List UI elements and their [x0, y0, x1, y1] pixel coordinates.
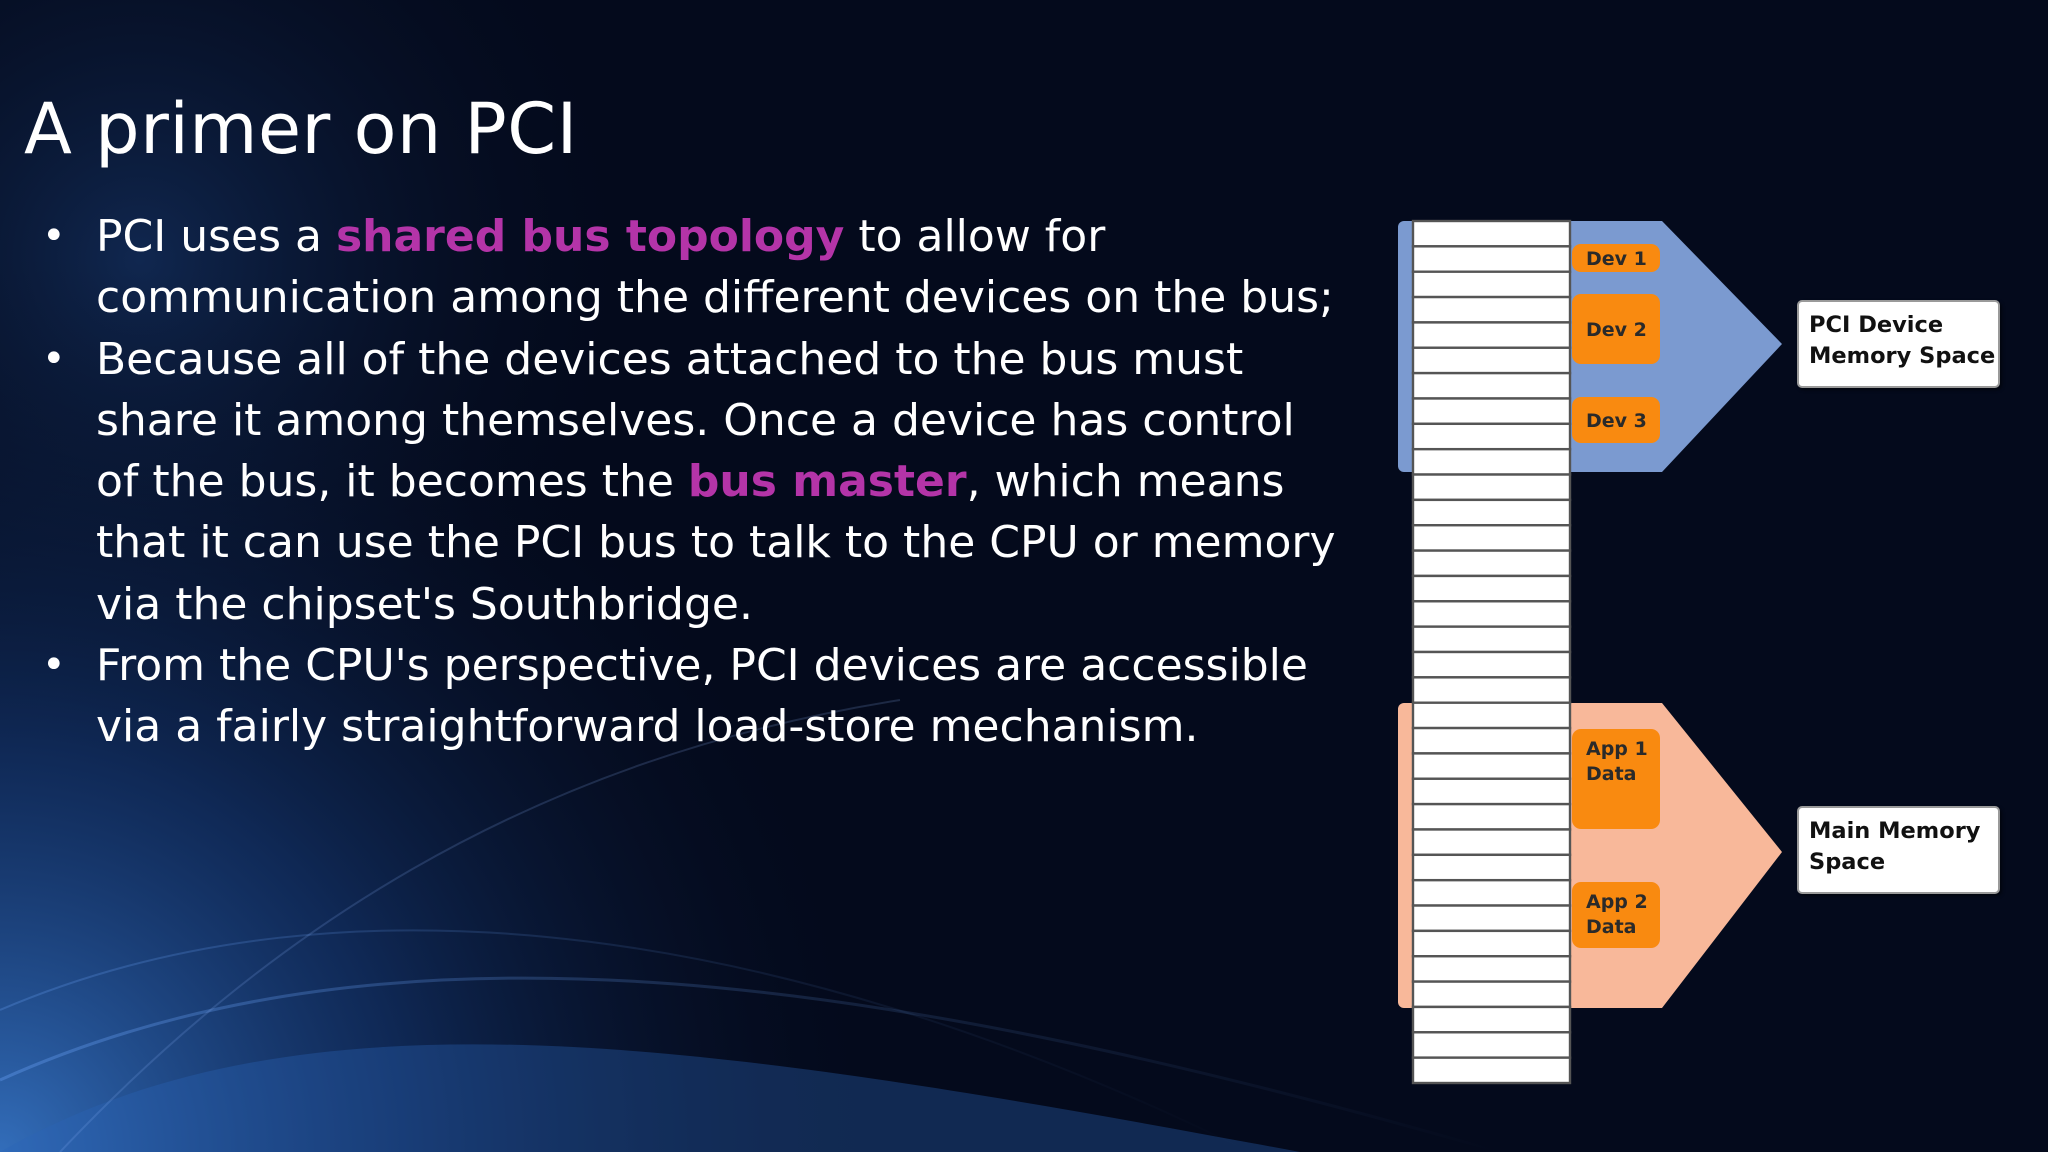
pci-device-memory-space-label: PCI Device Memory Space	[1797, 300, 2000, 388]
bullet-text: , which means that it can use the PCI bu…	[96, 456, 1336, 630]
highlighted-term: shared bus topology	[335, 211, 845, 262]
memory-cell	[1411, 650, 1572, 679]
app-data-block-label: Data	[1586, 763, 1637, 785]
bullet-text: From the CPU's perspective, PCI devices …	[96, 640, 1308, 753]
memory-cell	[1411, 219, 1572, 248]
slide-title: A primer on PCI	[24, 88, 578, 170]
bullet-text: PCI uses a	[96, 211, 336, 262]
dev-block	[1572, 294, 1660, 364]
memory-cell	[1411, 574, 1572, 603]
bullet-item: PCI uses a shared bus topology to allow …	[42, 206, 1346, 329]
memory-cell	[1411, 929, 1572, 958]
memory-cell	[1411, 346, 1572, 375]
memory-cell	[1411, 777, 1572, 806]
memory-cell	[1411, 498, 1572, 527]
dev-block	[1572, 244, 1660, 272]
memory-cell	[1411, 524, 1572, 552]
pci-label-line-2: Memory Space	[1809, 343, 1996, 369]
dev-block-label: Dev 2	[1586, 319, 1647, 341]
app-data-block-label: App 2	[1586, 891, 1648, 913]
main-label-line-1: Main Memory	[1809, 818, 1981, 844]
dev-block-label: Dev 3	[1586, 410, 1647, 432]
memory-cell	[1411, 1056, 1572, 1085]
highlighted-term: bus master	[687, 456, 967, 508]
bullet-list: PCI uses a shared bus topology to allow …	[42, 206, 1346, 758]
memory-cell	[1411, 321, 1572, 349]
memory-cell	[1411, 828, 1572, 857]
bullet-item: Because all of the devices attached to t…	[42, 329, 1346, 635]
memory-cell	[1411, 600, 1572, 628]
memory-cell	[1411, 955, 1572, 983]
dev-block-label: Dev 1	[1586, 248, 1647, 270]
memory-cell	[1411, 802, 1572, 831]
memory-cell	[1411, 371, 1572, 400]
memory-cell	[1411, 397, 1572, 426]
memory-cell	[1411, 904, 1572, 933]
app-data-block-label: Data	[1586, 916, 1637, 938]
pci-label-line-1: PCI Device	[1809, 312, 1944, 338]
memory-cell	[1411, 422, 1572, 451]
app-data-block-label: App 1	[1586, 738, 1648, 760]
memory-cell	[1411, 270, 1572, 299]
memory-cell	[1411, 878, 1572, 907]
memory-cell	[1411, 1031, 1572, 1059]
memory-cell	[1411, 625, 1572, 654]
app-data-block	[1572, 729, 1660, 829]
bullet-text: to allow for communication among the dif…	[96, 211, 1334, 324]
memory-cell	[1411, 549, 1572, 578]
memory-cell	[1411, 853, 1572, 882]
memory-cell	[1411, 473, 1572, 502]
memory-cell	[1411, 245, 1572, 273]
memory-cell	[1411, 726, 1572, 755]
app-data-block	[1572, 882, 1660, 948]
memory-cell	[1411, 295, 1572, 324]
main-memory-space-label: Main Memory Space	[1797, 806, 2000, 894]
memory-cell	[1411, 701, 1572, 730]
memory-cell	[1411, 447, 1572, 476]
dev-block	[1572, 397, 1660, 443]
main-label-line-2: Space	[1809, 849, 1886, 875]
bullet-text: Because all of the devices attached to t…	[96, 333, 1295, 508]
memory-cell	[1411, 676, 1572, 704]
memory-cell	[1411, 1005, 1572, 1034]
bullet-item: From the CPU's perspective, PCI devices …	[42, 635, 1346, 758]
memory-cell	[1411, 980, 1572, 1009]
memory-cell	[1411, 752, 1572, 780]
